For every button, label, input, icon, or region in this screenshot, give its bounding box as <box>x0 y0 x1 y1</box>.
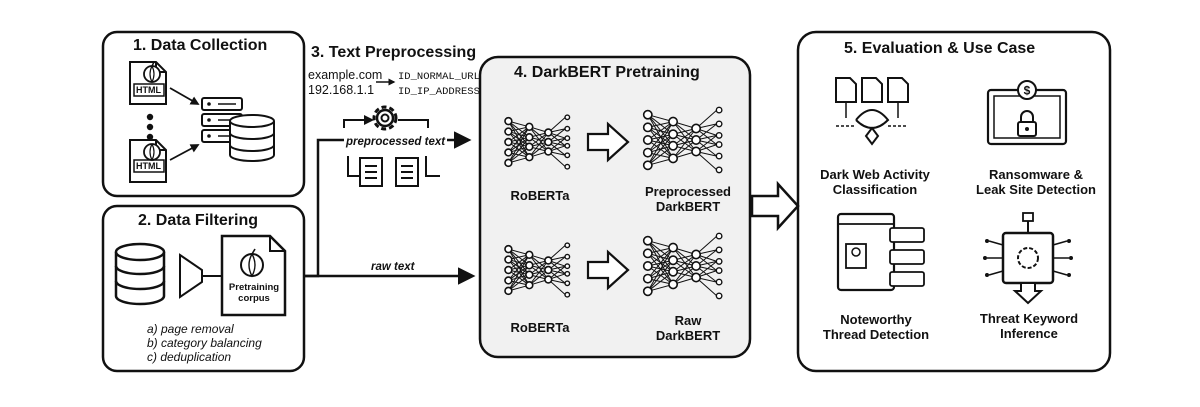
block-arrow-bottom <box>586 249 630 291</box>
roberta-label-top: RoBERTa <box>510 188 570 203</box>
raw-darkbert-label: Raw DarkBERT <box>655 313 721 343</box>
preprocessing-inputs: example.com 192.168.1.1 <box>308 68 383 97</box>
tor-onion-icon <box>240 248 264 278</box>
svg-text:$: $ <box>1024 84 1031 98</box>
use-case-label: Threat Keyword Inference <box>979 311 1079 341</box>
gear-loop-arrow <box>398 119 429 128</box>
neural-network-icon <box>642 106 723 174</box>
ellipsis-dot <box>146 123 154 131</box>
filtering-steps: a) page removal b) category balancing c)… <box>147 322 262 364</box>
html-file-label: HTML <box>136 161 161 171</box>
flow-line-preprocessed <box>304 131 472 278</box>
use-case-label: Dark Web Activity Classification <box>820 167 930 197</box>
ellipsis-dot <box>146 133 154 141</box>
text-preprocessing-title: 3. Text Preprocessing <box>311 44 477 61</box>
database-icon <box>229 114 275 162</box>
preprocessing-outputs: ID_NORMAL_URL ID_IP_ADDRESS <box>398 71 480 98</box>
tor-onion-icon <box>143 143 161 162</box>
document-icon <box>359 157 383 187</box>
preprocessed-text-label: preprocessed text <box>344 136 448 148</box>
tor-onion-icon <box>143 61 161 84</box>
doc-loop-arrow <box>347 156 360 177</box>
html-file-label: HTML <box>136 85 161 95</box>
lock-icon <box>1017 110 1037 137</box>
gear-loop-arrow <box>343 115 374 128</box>
neural-network-icon <box>642 232 723 300</box>
darkbert-pretraining-title: 4. DarkBERT Pretraining <box>514 64 700 81</box>
raw-text-label: raw text <box>371 261 415 273</box>
dollar-icon: $ <box>1017 80 1037 100</box>
data-filtering-title: 2. Data Filtering <box>138 212 259 229</box>
filtering-step: a) page removal <box>147 322 234 336</box>
block-arrow-top <box>586 121 630 163</box>
filtering-step: c) deduplication <box>147 350 232 364</box>
block-arrow-to-evaluation <box>750 180 800 232</box>
dark-web-activity-icon <box>835 77 909 146</box>
doc-loop-arrow <box>425 156 440 177</box>
neural-network-icon <box>504 114 571 170</box>
gear-icon <box>372 105 398 131</box>
chat-thread-icon <box>836 212 925 292</box>
database-icon <box>114 242 166 306</box>
roberta-label-bottom: RoBERTa <box>510 320 570 335</box>
neural-network-icon <box>504 242 571 298</box>
filtering-step: b) category balancing <box>147 336 262 350</box>
ellipsis-dot <box>146 113 154 121</box>
evaluation-title: 5. Evaluation & Use Case <box>844 40 1036 57</box>
chip-icon <box>983 212 1073 305</box>
use-case-label: Noteworthy Thread Detection <box>822 312 930 342</box>
collect-arrow-bottom <box>169 144 200 161</box>
use-case-label: Ransomware & Leak Site Detection <box>976 167 1096 197</box>
data-collection-title: 1. Data Collection <box>133 37 268 54</box>
document-icon <box>395 157 419 187</box>
collect-arrow-top <box>169 87 200 105</box>
funnel-icon <box>179 253 222 299</box>
preprocessed-darkbert-label: Preprocessed DarkBERT <box>645 184 731 214</box>
